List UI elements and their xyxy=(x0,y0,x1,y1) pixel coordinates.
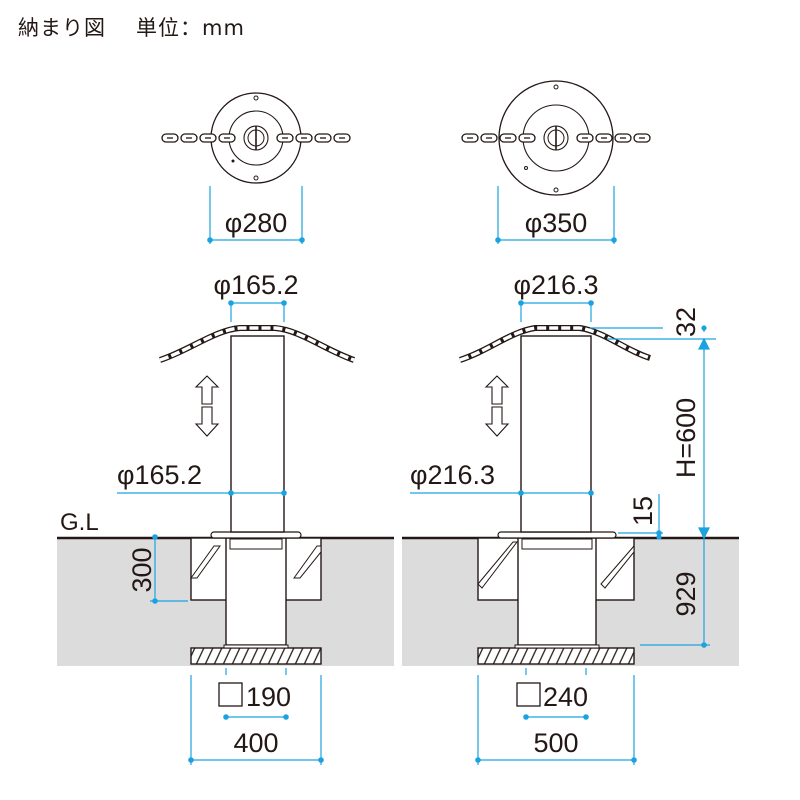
flange-thickness-value: 15 xyxy=(628,496,658,526)
dimension-post-mid-right xyxy=(410,490,594,496)
base-width-left: 400 xyxy=(233,728,278,758)
base-square-right: 240 xyxy=(543,682,588,712)
title-label: 納まり図 xyxy=(18,16,106,40)
flange-dia-right: φ350 xyxy=(525,208,588,238)
dimension-post-mid-left xyxy=(117,490,287,496)
total-depth-value: 929 xyxy=(671,571,701,616)
base-width-right: 500 xyxy=(533,728,578,758)
chain-sag-value: 32 xyxy=(671,307,701,337)
up-down-arrow-icon xyxy=(194,375,220,437)
dimension-base-left xyxy=(188,668,324,765)
dimension-flange-left xyxy=(207,186,305,244)
flange-dia-left: φ280 xyxy=(225,208,288,238)
right-elevation xyxy=(459,325,651,665)
up-down-arrow-icon xyxy=(484,375,510,437)
post-dia-mid-right: φ216.3 xyxy=(410,460,495,490)
unit-label: 単位：mm xyxy=(136,16,245,40)
dimension-post-top-right xyxy=(518,300,594,322)
post-dia-top-left: φ165.2 xyxy=(213,270,298,300)
ground-level-label: G.L xyxy=(60,509,99,536)
square-symbol-icon xyxy=(218,682,243,707)
left-top-view xyxy=(161,92,351,184)
right-top-view xyxy=(461,80,651,196)
dimension-flange-right xyxy=(495,186,617,244)
base-square-left: 190 xyxy=(246,682,291,712)
height-value: H=600 xyxy=(671,398,701,478)
dimension-base-right xyxy=(475,668,637,765)
post-dia-top-right: φ216.3 xyxy=(513,270,598,300)
square-symbol-icon xyxy=(516,682,541,707)
left-elevation xyxy=(159,325,355,665)
dimension-post-top-left xyxy=(228,300,287,322)
sleeve-depth-value: 300 xyxy=(127,547,157,592)
dimension-height-right xyxy=(590,325,716,648)
post-dia-mid-left: φ165.2 xyxy=(117,460,202,490)
dimension-sleeve-depth xyxy=(150,534,188,604)
drawing-title: 納まり図 単位：mm xyxy=(18,12,245,42)
